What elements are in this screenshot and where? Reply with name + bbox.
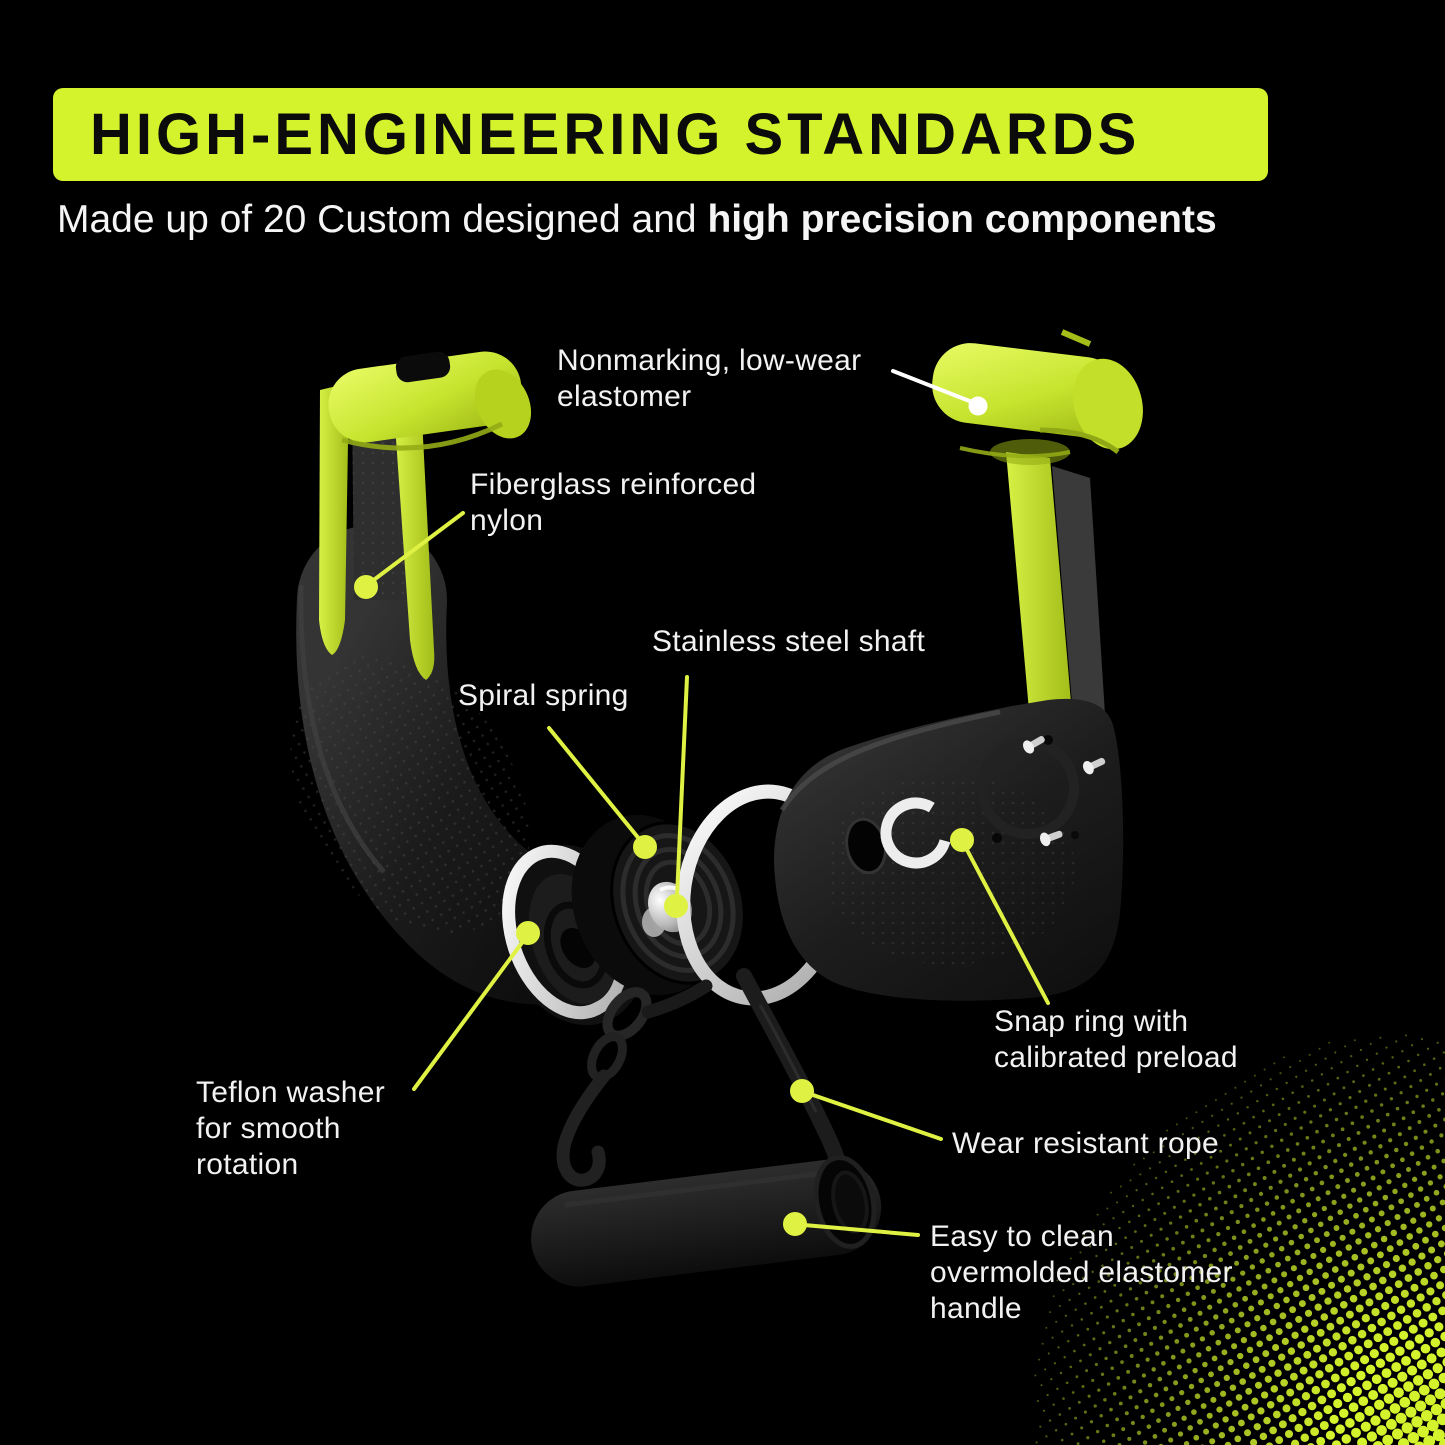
callout-dot (516, 921, 540, 945)
leader-nonmarking-elastomer (891, 369, 988, 416)
screw-icon (1039, 830, 1063, 847)
leader-teflon-washer (412, 921, 540, 1091)
leader-wear-rope (790, 1079, 943, 1141)
callout-dot (354, 575, 378, 599)
headline-title: HIGH-ENGINEERING STANDARDS (90, 102, 1141, 167)
callout-dot (783, 1212, 807, 1236)
screw-icon (1022, 736, 1045, 754)
leader-spiral-spring (547, 726, 657, 859)
halftone-pattern (1034, 1034, 1445, 1445)
leader-stainless-shaft (664, 675, 689, 918)
elastomer-handle (531, 1159, 882, 1287)
rope-handle-assembly (531, 968, 882, 1287)
callout-fiberglass-nylon: Fiberglass reinforced nylon (470, 468, 757, 537)
rope (736, 968, 850, 1188)
screw-icon (1082, 757, 1106, 775)
callout-nonmarking-elastomer: Nonmarking, low-wear elastomer (557, 344, 862, 413)
callout-dot (633, 835, 657, 859)
headline-banner: HIGH-ENGINEERING STANDARDS (53, 88, 1268, 181)
callout-spiral-spring: Spiral spring (458, 679, 629, 712)
snap-ring-seated (880, 797, 952, 869)
callout-dot (790, 1079, 814, 1103)
callout-dot (950, 828, 974, 852)
grip-yellow-stem (1006, 452, 1072, 722)
callout-stainless-shaft: Stainless steel shaft (652, 625, 926, 658)
grip-yellow-stem-left (319, 383, 349, 655)
carabiner (556, 1069, 611, 1187)
callout-dot (968, 396, 988, 416)
subtitle: Made up of 20 Custom designed and high p… (57, 198, 1217, 242)
grip-texture (290, 656, 530, 934)
subtitle-regular: Made up of 20 Custom designed and (57, 198, 708, 241)
grip-top-elastomer (328, 351, 532, 451)
callout-leaders (354, 369, 1050, 1237)
callout-snap-ring: Snap ring with calibrated preload (994, 1005, 1238, 1074)
leader-snap-ring (950, 828, 1050, 1005)
callout-dot (664, 894, 688, 918)
leader-easy-clean (783, 1212, 920, 1237)
right-grip (774, 329, 1143, 1001)
callout-wear-rope: Wear resistant rope (952, 1127, 1219, 1160)
subtitle-bold: high precision components (707, 198, 1217, 241)
callout-easy-clean-handle: Easy to clean overmolded elastomer handl… (930, 1220, 1233, 1325)
callout-teflon-washer: Teflon washer for smooth rotation (196, 1076, 385, 1181)
grip-yellow-stem-right (394, 410, 435, 680)
leader-fiberglass (354, 511, 465, 599)
